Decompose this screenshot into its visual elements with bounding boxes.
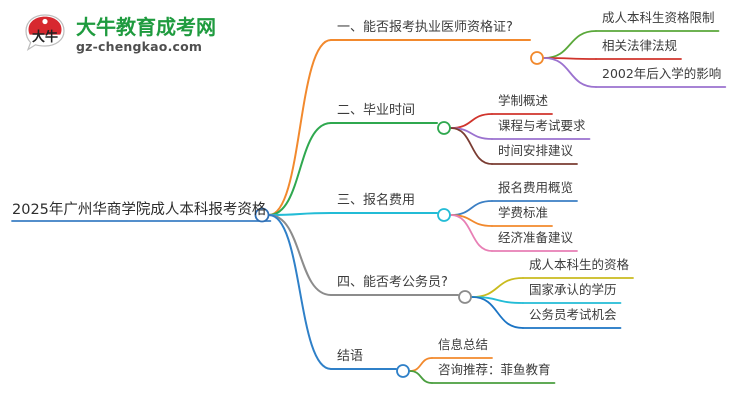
mindmap-leaf-label-2-3[interactable]: 时间安排建议 bbox=[498, 143, 574, 158]
mindmap-leaf-label-4-2[interactable]: 国家承认的学历 bbox=[529, 282, 617, 297]
logo-title: 大牛教育成考网 bbox=[76, 14, 216, 39]
mindmap-leaf-label-5-1[interactable]: 信息总结 bbox=[438, 337, 489, 352]
mindmap-branch-label-1[interactable]: 一、能否报考执业医师资格证? bbox=[337, 20, 513, 35]
mindmap-leaf-label-4-1[interactable]: 成人本科生的资格 bbox=[529, 257, 630, 272]
daniu-speech-bubble-logo-icon: 大牛 bbox=[22, 13, 68, 57]
mindmap-branch-node-3[interactable] bbox=[437, 208, 451, 222]
svg-text:大牛: 大牛 bbox=[32, 29, 58, 45]
mindmap-branch-node-1[interactable] bbox=[530, 51, 544, 65]
mindmap-branch-node-5[interactable] bbox=[396, 364, 410, 378]
mindmap-branch-label-3[interactable]: 三、报名费用 bbox=[337, 193, 416, 208]
logo-url: gz-chengkao.com bbox=[76, 38, 203, 54]
mindmap-leaf-label-1-3[interactable]: 2002年后入学的影响 bbox=[602, 66, 722, 81]
mindmap-leaf-label-3-2[interactable]: 学费标准 bbox=[498, 205, 549, 220]
mindmap-leaf-label-3-1[interactable]: 报名费用概览 bbox=[498, 180, 574, 195]
mindmap-leaf-label-2-1[interactable]: 学制概述 bbox=[498, 93, 549, 108]
mindmap-leaf-label-4-3[interactable]: 公务员考试机会 bbox=[529, 307, 617, 322]
mindmap-leaf-label-1-2[interactable]: 相关法律法规 bbox=[602, 38, 678, 53]
mindmap-branch-node-2[interactable] bbox=[437, 121, 451, 135]
mindmap-branch-node-4[interactable] bbox=[458, 290, 472, 304]
mindmap-branch-label-4[interactable]: 四、能否考公务员? bbox=[337, 275, 448, 290]
mindmap-nodes bbox=[254, 51, 544, 378]
mindmap-links bbox=[268, 30, 597, 384]
mindmap-leaf-label-3-3[interactable]: 经济准备建议 bbox=[498, 230, 574, 245]
mindmap-branch-label-2[interactable]: 二、毕业时间 bbox=[337, 103, 416, 118]
mindmap-leaf-label-5-2[interactable]: 咨询推荐：菲鱼教育 bbox=[438, 362, 551, 377]
mindmap-underlines bbox=[11, 30, 727, 384]
mindmap-root-node[interactable] bbox=[254, 207, 270, 223]
mindmap-root-label[interactable]: 2025年广州华商学院成人本科报考资格 bbox=[12, 202, 267, 218]
site-logo[interactable]: 大牛 大牛教育成考网 gz-chengkao.com bbox=[22, 10, 222, 60]
mindmap-branch-label-5[interactable]: 结语 bbox=[337, 349, 364, 364]
mindmap-leaf-label-2-2[interactable]: 课程与考试要求 bbox=[498, 118, 586, 133]
mindmap-leaf-label-1-1[interactable]: 成人本科生资格限制 bbox=[602, 10, 715, 25]
